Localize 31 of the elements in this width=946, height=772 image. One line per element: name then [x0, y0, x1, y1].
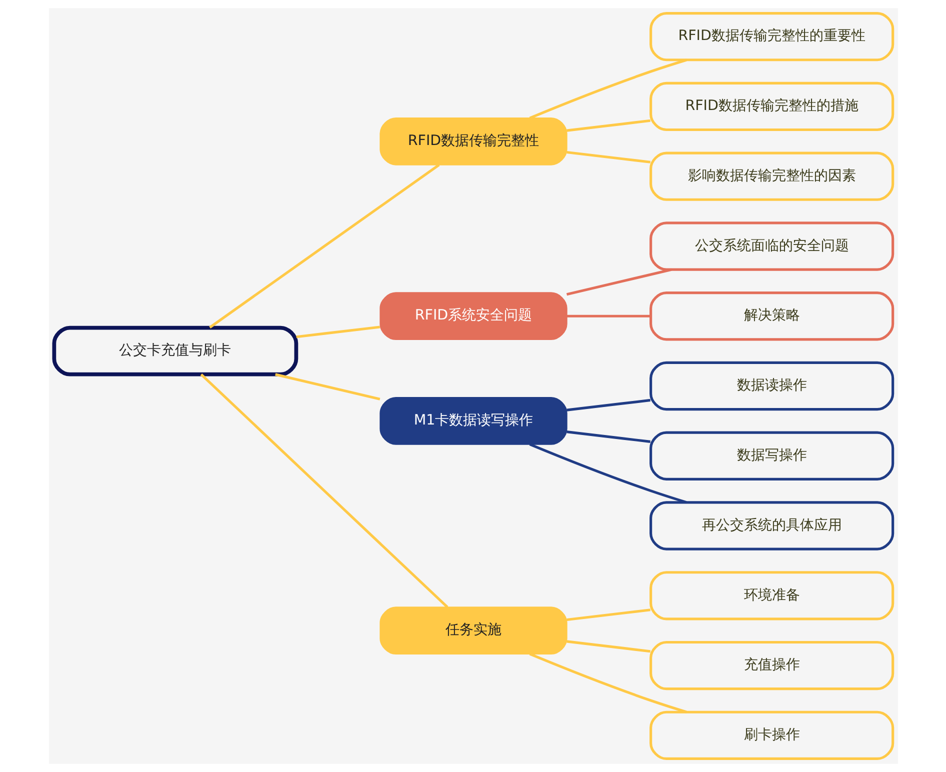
- connector: [528, 58, 686, 120]
- node-box: 环境准备: [649, 571, 894, 620]
- node-box: RFID系统安全问题: [379, 292, 567, 340]
- node-box: 解决策略: [649, 292, 894, 341]
- connector: [208, 164, 440, 328]
- connector: [528, 652, 686, 714]
- node-box: M1卡数据读写操作: [379, 397, 567, 445]
- node-box: 公交系统面临的安全问题: [649, 222, 894, 271]
- connector: [566, 150, 650, 164]
- connector: [566, 314, 650, 318]
- connector: [566, 430, 650, 443]
- connector: [566, 398, 650, 412]
- node-box: 再公交系统的具体应用: [649, 501, 894, 550]
- node-box: 数据读操作: [649, 361, 894, 411]
- node-box: RFID数据传输完整性的措施: [649, 82, 894, 132]
- node-box: 刷卡操作: [649, 710, 894, 760]
- node-box: 任务实施: [379, 606, 567, 655]
- connector: [566, 608, 650, 622]
- connector: [274, 373, 380, 400]
- node-box: 影响数据传输完整性的因素: [649, 152, 894, 201]
- node-box: RFID数据传输完整性: [379, 117, 567, 166]
- connector: [528, 443, 686, 504]
- connector: [200, 373, 448, 608]
- connector: [566, 268, 672, 296]
- node-box: RFID数据传输完整性的重要性: [649, 12, 894, 62]
- connector: [296, 326, 380, 338]
- node-box: 充值操作: [649, 640, 894, 690]
- node-box: 数据写操作: [649, 431, 894, 480]
- connector: [566, 119, 650, 132]
- node-box: 公交卡充值与刷卡: [52, 326, 298, 376]
- connector: [566, 640, 650, 653]
